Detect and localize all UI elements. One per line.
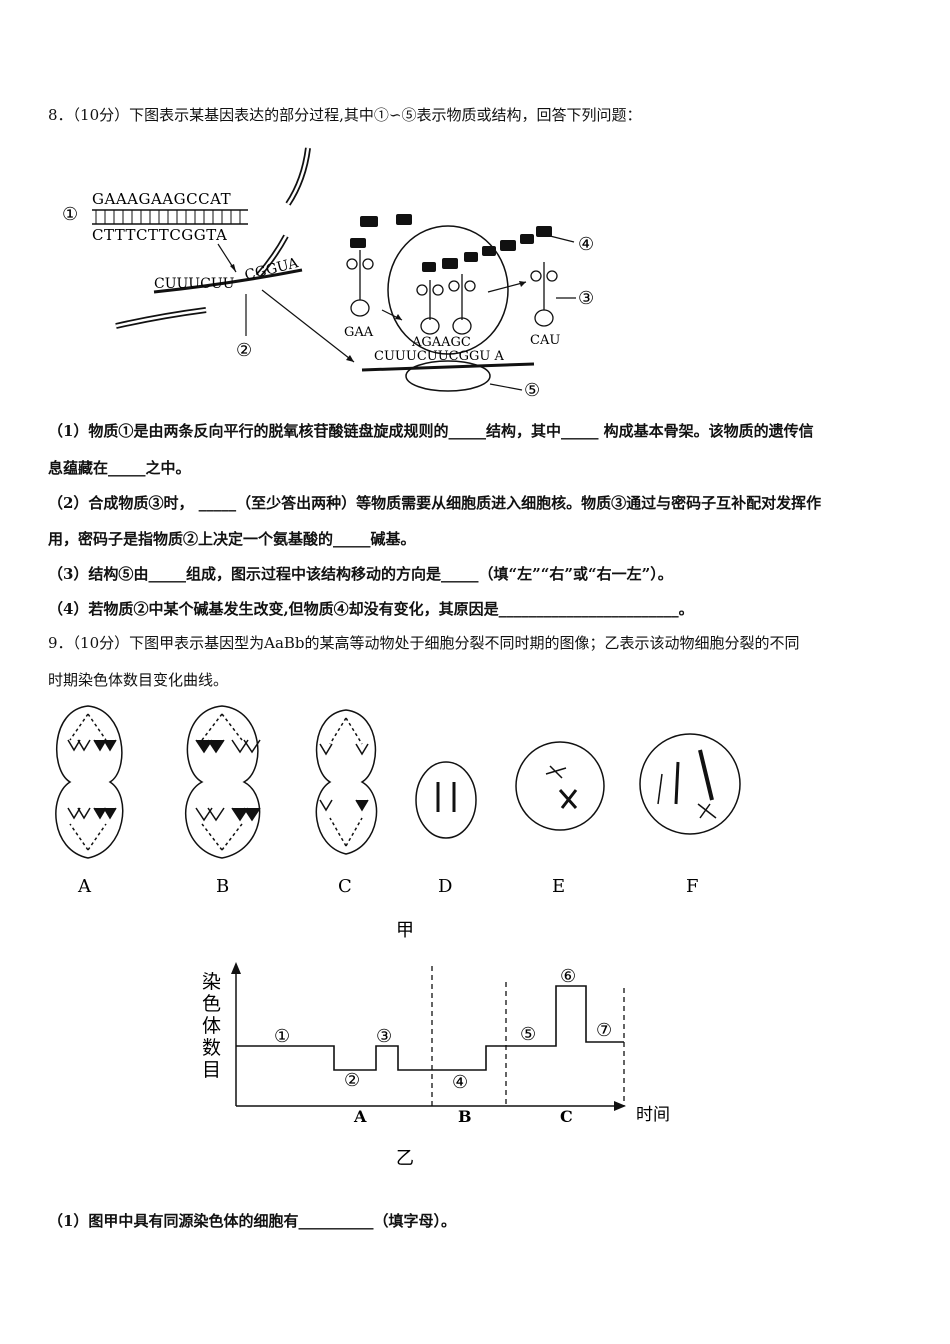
segment-5: ⑤ <box>520 1024 536 1045</box>
cell-label-c: C <box>338 876 352 897</box>
trna-right <box>530 262 558 327</box>
dna-label: ① <box>62 204 78 225</box>
x-axis-label: 时间 <box>636 1105 670 1125</box>
q9-stem-line1: 9．（10分）下图甲表示基因型为AaBb的某高等动物处于细胞分裂不同时期的图像；… <box>48 634 800 652</box>
segment-2: ② <box>344 1070 360 1091</box>
figure-yi-label: 乙 <box>396 1148 414 1169</box>
polypeptide-label: ④ <box>578 234 594 255</box>
dna-base-pairs <box>95 210 241 224</box>
segment-7: ⑦ <box>596 1020 612 1041</box>
chromosome-graph: 染 色 体 数 目 时间 ① ② ③ ④ ⑤ ⑥ ⑦ A B C 乙 <box>202 962 670 1169</box>
mrna-left-seq: CUUUCUU <box>154 276 235 292</box>
ribosome-label: ⑤ <box>524 380 540 400</box>
chromosome-curve <box>236 985 624 1071</box>
segment-6: ⑥ <box>560 966 576 987</box>
figure-jia-label: 甲 <box>396 920 414 941</box>
trna-left <box>346 250 374 317</box>
svg-text:色: 色 <box>202 993 221 1015</box>
mrna-label: ② <box>236 340 252 361</box>
cell-label-e: E <box>552 876 565 897</box>
cell-label-d: D <box>438 876 452 897</box>
phase-c: C <box>560 1107 573 1126</box>
q8-part1-line1: （1）物质①是由两条反向平行的脱氧核苷酸链盘旋成规则的_____结构，其中___… <box>48 422 814 440</box>
gene-expression-figure: ① GAAAGAAGCCAT CTTTCTTCGGTA CUUUCUU CGGU… <box>62 147 594 400</box>
cell-division-figure: A B C D E F 甲 <box>55 705 741 941</box>
cell-label-b: B <box>216 876 229 897</box>
q8-part2-line2: 用，密码子是指物质②上决定一个氨基酸的_____碱基。 <box>48 530 416 548</box>
polypeptide-chain <box>350 214 552 272</box>
q8-part2-line1: （2）合成物质③时， _____（至少答出两种）等物质需要从细胞质进入细胞核。物… <box>48 494 822 512</box>
trna-in-ribosome <box>416 274 476 335</box>
cell-label-a: A <box>77 876 92 897</box>
anticodon-right: CAU <box>530 333 560 348</box>
q9-part1: （1）图甲中具有同源染色体的细胞有__________（填字母）。 <box>48 1212 456 1230</box>
anticodon-middle: AGAAGC <box>411 335 471 350</box>
cell-a <box>55 705 124 859</box>
svg-text:数: 数 <box>202 1037 221 1059</box>
svg-text:染: 染 <box>202 971 221 993</box>
ribosome-mrna-seq: CUUUCUUCGGU A <box>374 349 504 364</box>
dna-bottom-strand: CTTTCTTCGGTA <box>92 226 227 244</box>
phase-b: B <box>458 1107 472 1126</box>
q8-part1-line2: 息蕴藏在_____之中。 <box>48 459 191 477</box>
dna-top-strand: GAAAGAAGCCAT <box>92 190 231 208</box>
q9-stem-line2: 时期染色体数目变化曲线。 <box>48 671 229 689</box>
phase-a: A <box>353 1107 367 1126</box>
q8-stem: 8．（10分）下图表示某基因表达的部分过程,其中①∽⑤表示物质或结构，回答下列问… <box>48 106 642 124</box>
svg-text:体: 体 <box>202 1015 221 1037</box>
cell-label-f: F <box>686 876 699 897</box>
cell-b <box>184 705 261 859</box>
anticodon-left: GAA <box>344 325 374 340</box>
trna-label: ③ <box>578 288 594 309</box>
q8-part4: （4）若物质②中某个碱基发生改变,但物质④却没有变化，其原因是_________… <box>48 600 694 618</box>
cell-e <box>515 741 605 831</box>
y-axis-label: 染 色 体 数 目 <box>202 971 221 1081</box>
segment-4: ④ <box>452 1072 468 1093</box>
cell-c <box>315 709 378 855</box>
q8-part3: （3）结构⑤由_____组成，图示过程中该结构移动的方向是_____（填“左”“… <box>48 565 673 583</box>
cell-f <box>639 733 741 835</box>
svg-text:目: 目 <box>202 1059 221 1081</box>
segment-3: ③ <box>376 1026 392 1047</box>
segment-1: ① <box>274 1026 290 1047</box>
cell-d <box>415 761 477 839</box>
